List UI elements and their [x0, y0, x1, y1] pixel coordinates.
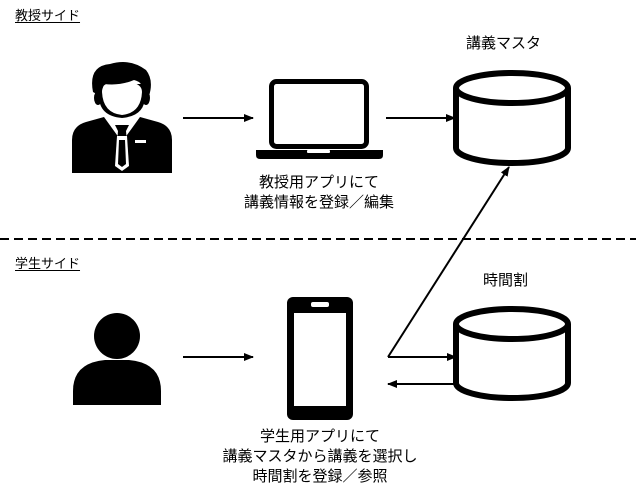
student-app-caption-line: 講義マスタから講義を選択し — [222, 447, 418, 465]
student-app-caption-line: 学生用アプリにて — [259, 427, 380, 445]
section-label-teacher: 教授サイド — [15, 9, 81, 24]
person-icon — [73, 313, 161, 405]
laptop-icon — [256, 79, 383, 159]
teacher-app-caption-line: 教授用アプリにて — [258, 173, 379, 191]
section-label-student: 学生サイド — [15, 257, 81, 272]
course-master-label: 講義マスタ — [466, 34, 542, 52]
timetable-label: 時間割 — [483, 271, 529, 289]
database-icon — [453, 306, 571, 401]
teacher-app-caption-line: 講義情報を登録／編集 — [243, 193, 394, 211]
arrow-phone-to-course-db — [387, 166, 510, 358]
database-icon — [453, 70, 571, 166]
businessman-icon — [72, 62, 172, 173]
smartphone-icon — [287, 297, 353, 420]
teacher-app-caption: 教授用アプリにて 講義情報を登録／編集 — [219, 172, 419, 212]
student-app-caption-line: 時間割を登録／参照 — [252, 467, 388, 485]
student-app-caption: 学生用アプリにて 講義マスタから講義を選択し 時間割を登録／参照 — [180, 426, 460, 486]
